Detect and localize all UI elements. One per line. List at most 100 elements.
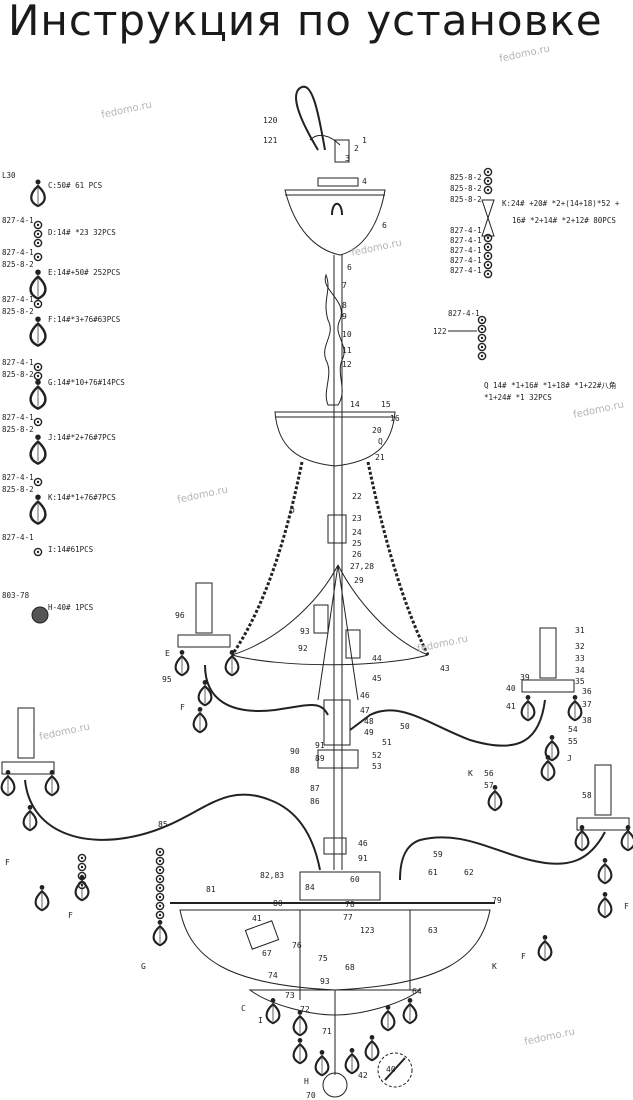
part-callout: 7 [342,281,347,290]
part-callout: 93 [320,977,330,986]
part-callout: F [521,952,526,961]
legend-item-text: F:14#*3+76#63PCS [48,315,121,324]
part-callout: 55 [568,737,578,746]
central-column [317,255,359,870]
part-callout: 56 [484,769,494,778]
legend-item-text: 16# *2+14# *2+12# 80PCS [512,216,616,225]
legend-part-code: 827-4-1 [2,295,34,304]
crystal-drop-icon [520,695,536,722]
part-callout: 32 [575,642,585,651]
part-callout: 63 [428,926,438,935]
part-callout: 67 [262,949,272,958]
crystal-drop-icon [30,179,46,208]
part-callout: 35 [575,677,585,686]
watermark: fedomo.ru [176,484,229,505]
part-callout: 120 [263,116,278,125]
crystal-drop-icon [74,875,90,902]
arms [1,582,630,881]
bead-strand-icon [155,847,165,920]
watermark: fedomo.ru [523,1026,576,1047]
watermark: fedomo.ru [100,99,153,120]
bead-strand-icon [77,853,87,890]
part-callout: 82,83 [260,871,284,880]
part-callout: F [68,911,73,920]
legend-item-text: Q 14# *1+16# *1+18# *1+22#八角 [484,380,616,390]
part-callout: 75 [318,954,328,963]
part-callout: 37 [582,700,592,709]
part-callout: 22 [352,492,362,501]
part-callout: 89 [315,754,325,763]
part-callout: 91 [315,741,325,750]
hanging-loop [295,85,350,163]
part-callout: 4 [362,177,367,186]
part-callout: D [290,506,295,515]
part-callout: 27,28 [350,562,374,571]
bead-strand-icon [33,417,43,427]
part-callout: 76 [292,941,302,950]
crystal-drop-icon [402,998,418,1025]
part-callout: 6 [347,263,352,272]
crystal-drop-icon [292,1010,308,1037]
part-callout: 39 [520,673,530,682]
legend-part-code: 122 [433,327,447,336]
crystal-drop-icon [29,316,47,347]
crystal-drop-icon [197,680,213,707]
part-callout: 46 [360,691,370,700]
part-callout: 16 [390,414,400,423]
part-callout: 81 [206,885,216,894]
ceiling-canopy [284,177,386,256]
legend-part-code: 827-4-1 [2,248,34,257]
legend-part-code: 827-4-1 [2,358,34,367]
crystal-drop-icon [597,858,613,885]
part-callout: 58 [582,791,592,800]
part-callout: 40 [386,1065,396,1074]
part-callout: 9 [342,312,347,321]
legend-part-code: 827-4-1 [450,256,482,265]
bead-strand-icon [483,233,493,279]
page-title: Инструкция по установке [8,0,603,45]
part-callout: 85 [158,820,168,829]
part-callout: 59 [433,850,443,859]
legend-item-text: E:14#+50# 252PCS [48,268,121,277]
crystal-drop-icon [544,735,560,762]
part-callout: 62 [464,868,474,877]
crystal-drop-icon [174,650,190,677]
legend-part-code: 825-8-2 [2,370,34,379]
part-callout: 25 [352,539,362,548]
part-callout: 11 [342,346,352,355]
part-callout: 3 [345,154,350,163]
part-callout: 51 [382,738,392,747]
part-callout: F [5,858,10,867]
part-callout: 87 [310,784,320,793]
crystal-drop-icon [540,755,556,782]
part-callout: 68 [345,963,355,972]
bead-strand-icon [477,315,487,361]
crystal-drop-icon [537,935,553,962]
bead-strand-icon [33,220,43,248]
legend-part-code: 827-4-1 [450,226,482,235]
crystal-drop-icon [292,1038,308,1065]
lower-bowl [170,871,495,1098]
legend-part-code: 827-4-1 [2,533,34,542]
part-callout: 41 [252,914,262,923]
part-callout: J [567,754,572,763]
legend-item-text: C:50# 61 PCS [48,181,103,190]
crystal-drop-icon [597,892,613,919]
part-callout: 6 [382,221,387,230]
part-callout: 80 [273,899,283,908]
part-callout: 8 [342,301,347,310]
part-callout: 96 [175,611,185,620]
part-callout: K [468,769,473,778]
part-callout: 95 [162,675,172,684]
part-callout: Q [378,437,383,446]
legend-part-code: 825-8-2 [2,485,34,494]
crystal-drop-icon [487,785,503,812]
crystal-drop-icon [224,650,240,677]
part-callout: 93 [300,627,310,636]
part-callout: 46 [358,839,368,848]
part-callout: 78 [345,900,355,909]
part-callout: 48 [364,717,374,726]
part-callout: 92 [298,644,308,653]
part-callout: 10 [342,330,352,339]
